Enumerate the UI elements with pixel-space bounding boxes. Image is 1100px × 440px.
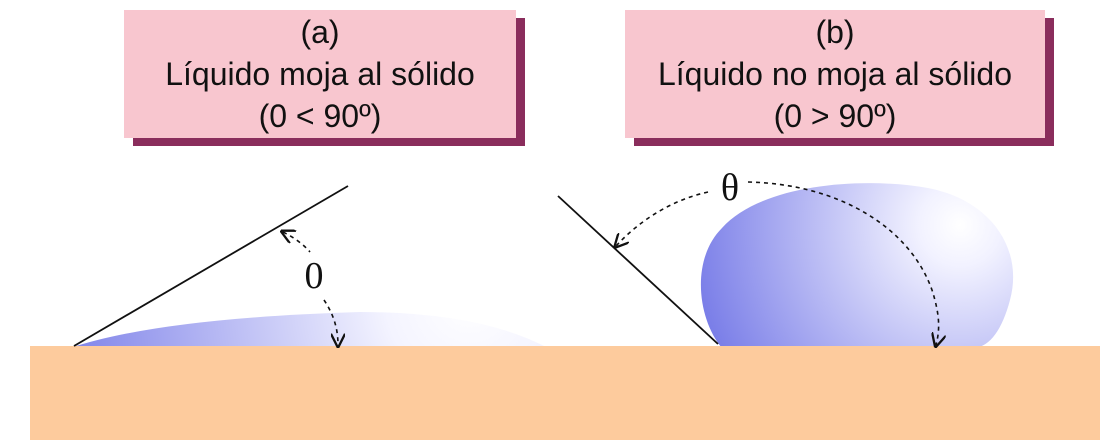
non-wetting-tangent-line	[558, 196, 718, 344]
wetting-droplet	[70, 312, 548, 348]
non-wetting-angle-arc-left	[616, 192, 708, 246]
non-wetting-angle-symbol: θ	[721, 167, 739, 209]
solid-surface	[30, 346, 1100, 440]
wetting-angle-arc	[283, 232, 310, 252]
wetting-angle-symbol: 0	[305, 255, 324, 297]
